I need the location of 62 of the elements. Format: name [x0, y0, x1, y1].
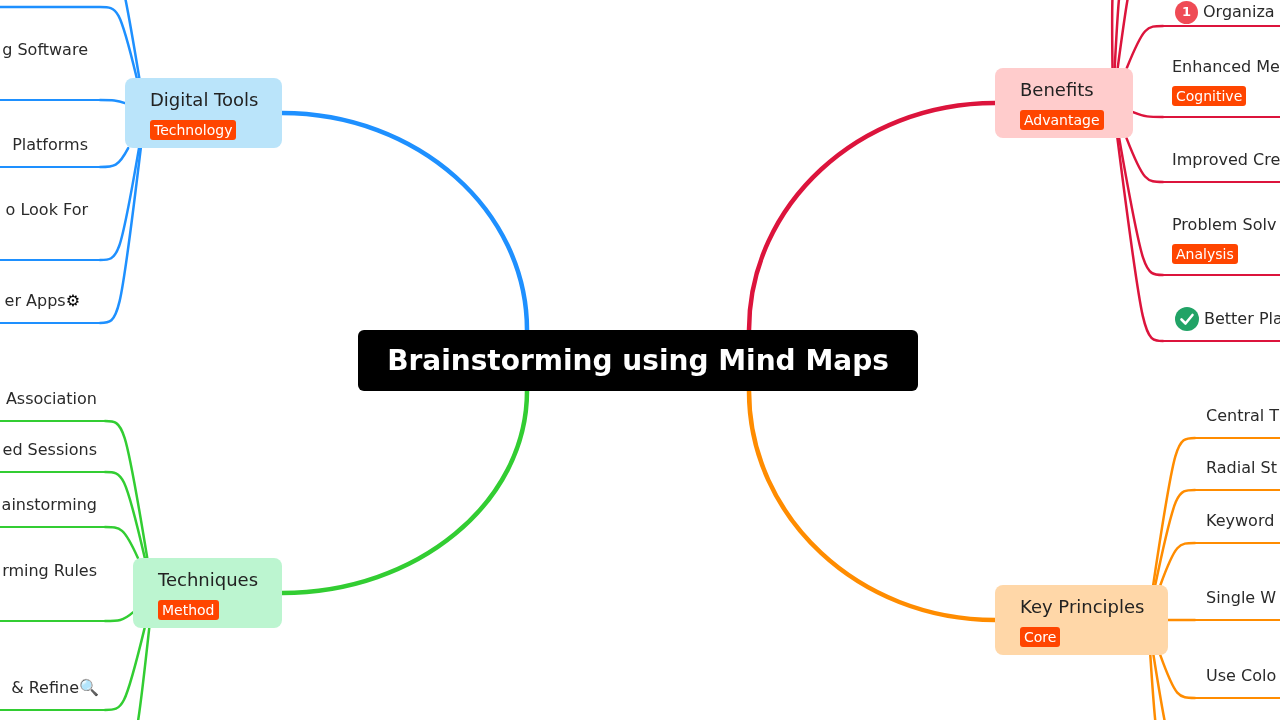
category-tag: Advantage: [1020, 110, 1104, 130]
connector-curve: [124, 0, 141, 80]
subtopic-label: Keyword: [1206, 510, 1275, 532]
connector-curve: [1166, 618, 1197, 622]
connector-curve: [98, 98, 127, 105]
subtopic-label: ed Sessions: [2, 439, 97, 461]
connector-curve: [1113, 0, 1121, 70]
subtopic-label: Single W: [1206, 587, 1277, 609]
connector-curve: [1159, 541, 1197, 587]
subtopic-label: Central T: [1206, 405, 1280, 427]
connector-curve: [0, 5, 138, 80]
connector-curve: [1152, 653, 1166, 720]
category-tag: Analysis: [1172, 244, 1238, 264]
connector-curve: [103, 626, 146, 712]
subtopic-label: Platforms: [12, 134, 88, 156]
connector-curve: [1117, 137, 1165, 277]
subtopic-label: Use Colo: [1206, 665, 1277, 687]
subtopic-label: ainstorming: [1, 494, 97, 516]
gear-icon: ⚙: [65, 292, 80, 310]
connector-curve: [103, 611, 135, 623]
connector-curve: [1110, 0, 1114, 70]
category-tag: Core: [1020, 627, 1061, 647]
connector-curve: [1159, 653, 1197, 700]
branch-topic-label: Key Principles: [1020, 596, 1145, 618]
subtopic-label: Association: [5, 388, 97, 410]
subtopic-label: Organiza: [1203, 1, 1275, 23]
connector-curve: [1125, 24, 1165, 70]
connector-curve: [98, 146, 130, 169]
connector-curve: [1116, 0, 1129, 70]
branch-topic-box: [995, 585, 1168, 655]
category-tag: Cognitive: [1172, 86, 1247, 106]
category-tag: Technology: [150, 120, 237, 140]
subtopic-label: Problem Solv: [1172, 214, 1277, 236]
branch-topic-box: [995, 68, 1133, 138]
subtopic-node: [1163, 308, 1280, 343]
magnifier-icon: 🔍: [79, 679, 99, 697]
subtopic-label: g Software: [2, 39, 88, 61]
subtopic-node: [0, 677, 105, 712]
subtopic-label: rming Rules: [2, 560, 97, 582]
connector-curve: [1125, 136, 1165, 184]
connector-curve: [103, 470, 147, 560]
subtopic-label: Radial St: [1206, 457, 1277, 479]
priority-marker: 1: [1175, 0, 1198, 24]
subtopic-label: Enhanced Me: [1172, 56, 1280, 78]
connector-curve: [1131, 110, 1165, 119]
category-tag: Method: [158, 600, 219, 620]
branch-topic-box: [133, 558, 282, 628]
connector-curve: [98, 146, 141, 262]
subtopic-label: o Look For: [5, 199, 88, 221]
connector-curve: [103, 525, 140, 560]
central-topic: Brainstorming using Mind Maps: [358, 330, 918, 391]
subtopic-label: & Refine: [11, 677, 79, 699]
branch-topic-box: [125, 78, 282, 148]
connector-curve: [1154, 488, 1197, 587]
subtopic-node: [1163, 1, 1280, 28]
connector-curve: [1149, 653, 1157, 720]
branch-topic-label: Techniques: [158, 569, 258, 591]
subtopic-label: Improved Cre: [1172, 149, 1280, 171]
branch-topic-label: Benefits: [1020, 79, 1094, 101]
branch-topic-label: Digital Tools: [150, 89, 259, 111]
subtopic-label: er Apps: [4, 290, 66, 312]
connector-curve: [136, 627, 151, 720]
